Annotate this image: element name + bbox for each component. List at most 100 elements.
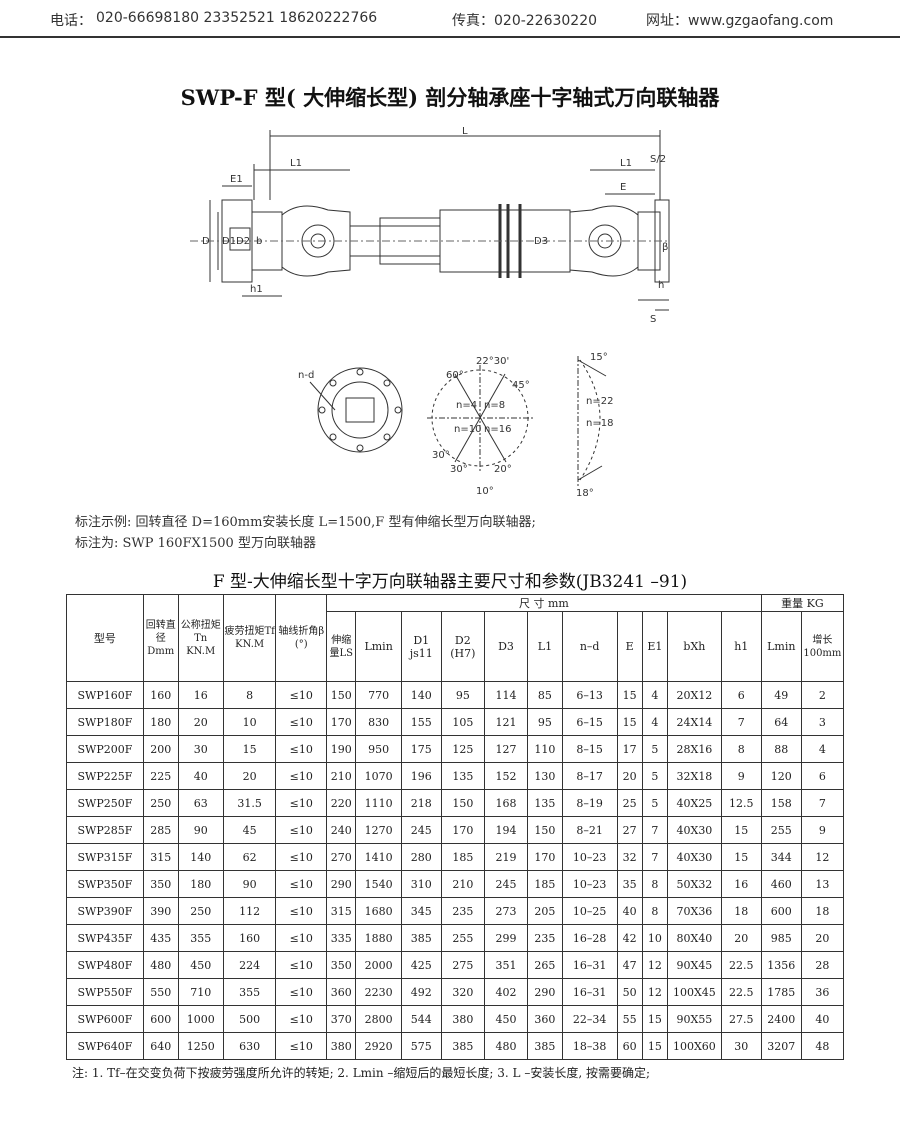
table-cell: 180 bbox=[142, 708, 179, 736]
table-cell: 4 bbox=[641, 708, 669, 736]
table-cell: 95 bbox=[527, 708, 563, 736]
th-ls: 伸缩量LS bbox=[326, 611, 357, 682]
table-cell: SWP435F bbox=[66, 924, 144, 952]
table-cell: SWP160F bbox=[66, 681, 144, 709]
n-8-label: n=8 bbox=[484, 400, 505, 411]
table-cell: 344 bbox=[760, 843, 802, 871]
table-cell: SWP600F bbox=[66, 1005, 144, 1033]
table-cell: 1356 bbox=[760, 951, 802, 979]
table-cell: 360 bbox=[527, 1005, 563, 1033]
table-cell: 8 bbox=[641, 897, 669, 925]
table-cell: 7 bbox=[720, 708, 762, 736]
table-cell: 640 bbox=[142, 1032, 179, 1060]
table-cell: 40 bbox=[616, 897, 643, 925]
table-cell: SWP480F bbox=[66, 951, 144, 979]
table-cell: 18 bbox=[800, 897, 845, 925]
table-cell: 290 bbox=[527, 978, 563, 1006]
table-cell: 85 bbox=[527, 681, 563, 709]
n-16-label: n=16 bbox=[484, 424, 511, 435]
table-cell: ≤10 bbox=[275, 789, 328, 817]
table-cell: 60 bbox=[616, 1032, 643, 1060]
table-cell: 27 bbox=[616, 816, 643, 844]
table-cell: 210 bbox=[326, 762, 357, 790]
table-cell: 10 bbox=[641, 924, 669, 952]
table-cell: 345 bbox=[400, 897, 442, 925]
table-cell: 218 bbox=[400, 789, 442, 817]
table-cell: 12.5 bbox=[720, 789, 762, 817]
table-cell: 20X12 bbox=[667, 681, 722, 709]
table-cell: ≤10 bbox=[275, 924, 328, 952]
table-cell: 2230 bbox=[355, 978, 402, 1006]
table-cell: 18 bbox=[720, 897, 762, 925]
table-cell: SWP200F bbox=[66, 735, 144, 763]
table-cell: 600 bbox=[760, 897, 802, 925]
table-cell: 20 bbox=[720, 924, 762, 952]
th-e1: E1 bbox=[641, 611, 669, 682]
table-cell: 180 bbox=[177, 870, 224, 898]
table-cell: 50X32 bbox=[667, 870, 722, 898]
table-cell: 31.5 bbox=[222, 789, 277, 817]
table-cell: 168 bbox=[483, 789, 529, 817]
table-cell: ≤10 bbox=[275, 897, 328, 925]
table-cell: 224 bbox=[222, 951, 277, 979]
table-cell: 200 bbox=[142, 735, 179, 763]
example-note: 标注示例: 回转直径 D=160mm安装长度 L=1500,F 型有伸缩长型万向… bbox=[75, 515, 536, 530]
table-cell: SWP640F bbox=[66, 1032, 144, 1060]
table-cell: 8 bbox=[222, 681, 277, 709]
website-url: 网址：www.gzgaofang.com bbox=[646, 13, 834, 29]
table-cell: 390 bbox=[142, 897, 179, 925]
table-cell: SWP250F bbox=[66, 789, 144, 817]
table-cell: 255 bbox=[440, 924, 485, 952]
table-cell: 2 bbox=[800, 681, 845, 709]
spec-table: 型号 回转直径Dmm 公称扭矩Tn KN.M 疲劳扭矩Tf KN.M 轴线折角β… bbox=[66, 594, 845, 1060]
table-cell: 48 bbox=[800, 1032, 845, 1060]
table-cell: 170 bbox=[527, 843, 563, 871]
table-cell: 185 bbox=[440, 843, 485, 871]
table-cell: 15 bbox=[616, 708, 643, 736]
table-cell: 355 bbox=[222, 978, 277, 1006]
dim-L1-right: L1 bbox=[620, 158, 632, 169]
table-cell: 90 bbox=[177, 816, 224, 844]
angle-45: 45° bbox=[512, 380, 530, 391]
th-bxh: bXh bbox=[667, 611, 722, 682]
bolt-pattern-view bbox=[427, 365, 533, 472]
table-cell: 1000 bbox=[177, 1005, 224, 1033]
table-cell: 500 bbox=[222, 1005, 277, 1033]
angle-60: 60° bbox=[446, 370, 464, 381]
table-cell: 112 bbox=[222, 897, 277, 925]
table-cell: 220 bbox=[326, 789, 357, 817]
table-cell: 351 bbox=[483, 951, 529, 979]
table-cell: 140 bbox=[177, 843, 224, 871]
table-cell: 158 bbox=[760, 789, 802, 817]
table-cell: 315 bbox=[326, 897, 357, 925]
table-cell: 5 bbox=[641, 762, 669, 790]
table-cell: 12 bbox=[800, 843, 845, 871]
table-cell: 150 bbox=[527, 816, 563, 844]
table-cell: 10–23 bbox=[561, 843, 618, 871]
table-cell: 120 bbox=[760, 762, 802, 790]
table-cell: 7 bbox=[800, 789, 845, 817]
table-cell: 380 bbox=[326, 1032, 357, 1060]
table-cell: 152 bbox=[483, 762, 529, 790]
table-cell: 245 bbox=[483, 870, 529, 898]
table-cell: 950 bbox=[355, 735, 402, 763]
table-cell: 1410 bbox=[355, 843, 402, 871]
table-cell: 22–34 bbox=[561, 1005, 618, 1033]
contact-header: 电话： 020-66698180 23352521 18620222766 传真… bbox=[0, 0, 900, 38]
table-cell: ≤10 bbox=[275, 1005, 328, 1033]
table-cell: ≤10 bbox=[275, 708, 328, 736]
dim-S: S bbox=[650, 314, 656, 325]
table-cell: 10–25 bbox=[561, 897, 618, 925]
table-cell: 290 bbox=[326, 870, 357, 898]
table-cell: 1270 bbox=[355, 816, 402, 844]
table-cell: 1880 bbox=[355, 924, 402, 952]
table-cell: 350 bbox=[326, 951, 357, 979]
table-cell: 20 bbox=[800, 924, 845, 952]
table-cell: 16 bbox=[720, 870, 762, 898]
dim-L: L bbox=[462, 126, 468, 137]
table-cell: 12 bbox=[641, 978, 669, 1006]
table-cell: 135 bbox=[440, 762, 485, 790]
table-cell: 170 bbox=[326, 708, 357, 736]
table-cell: 275 bbox=[440, 951, 485, 979]
dim-L1-left: L1 bbox=[290, 158, 302, 169]
